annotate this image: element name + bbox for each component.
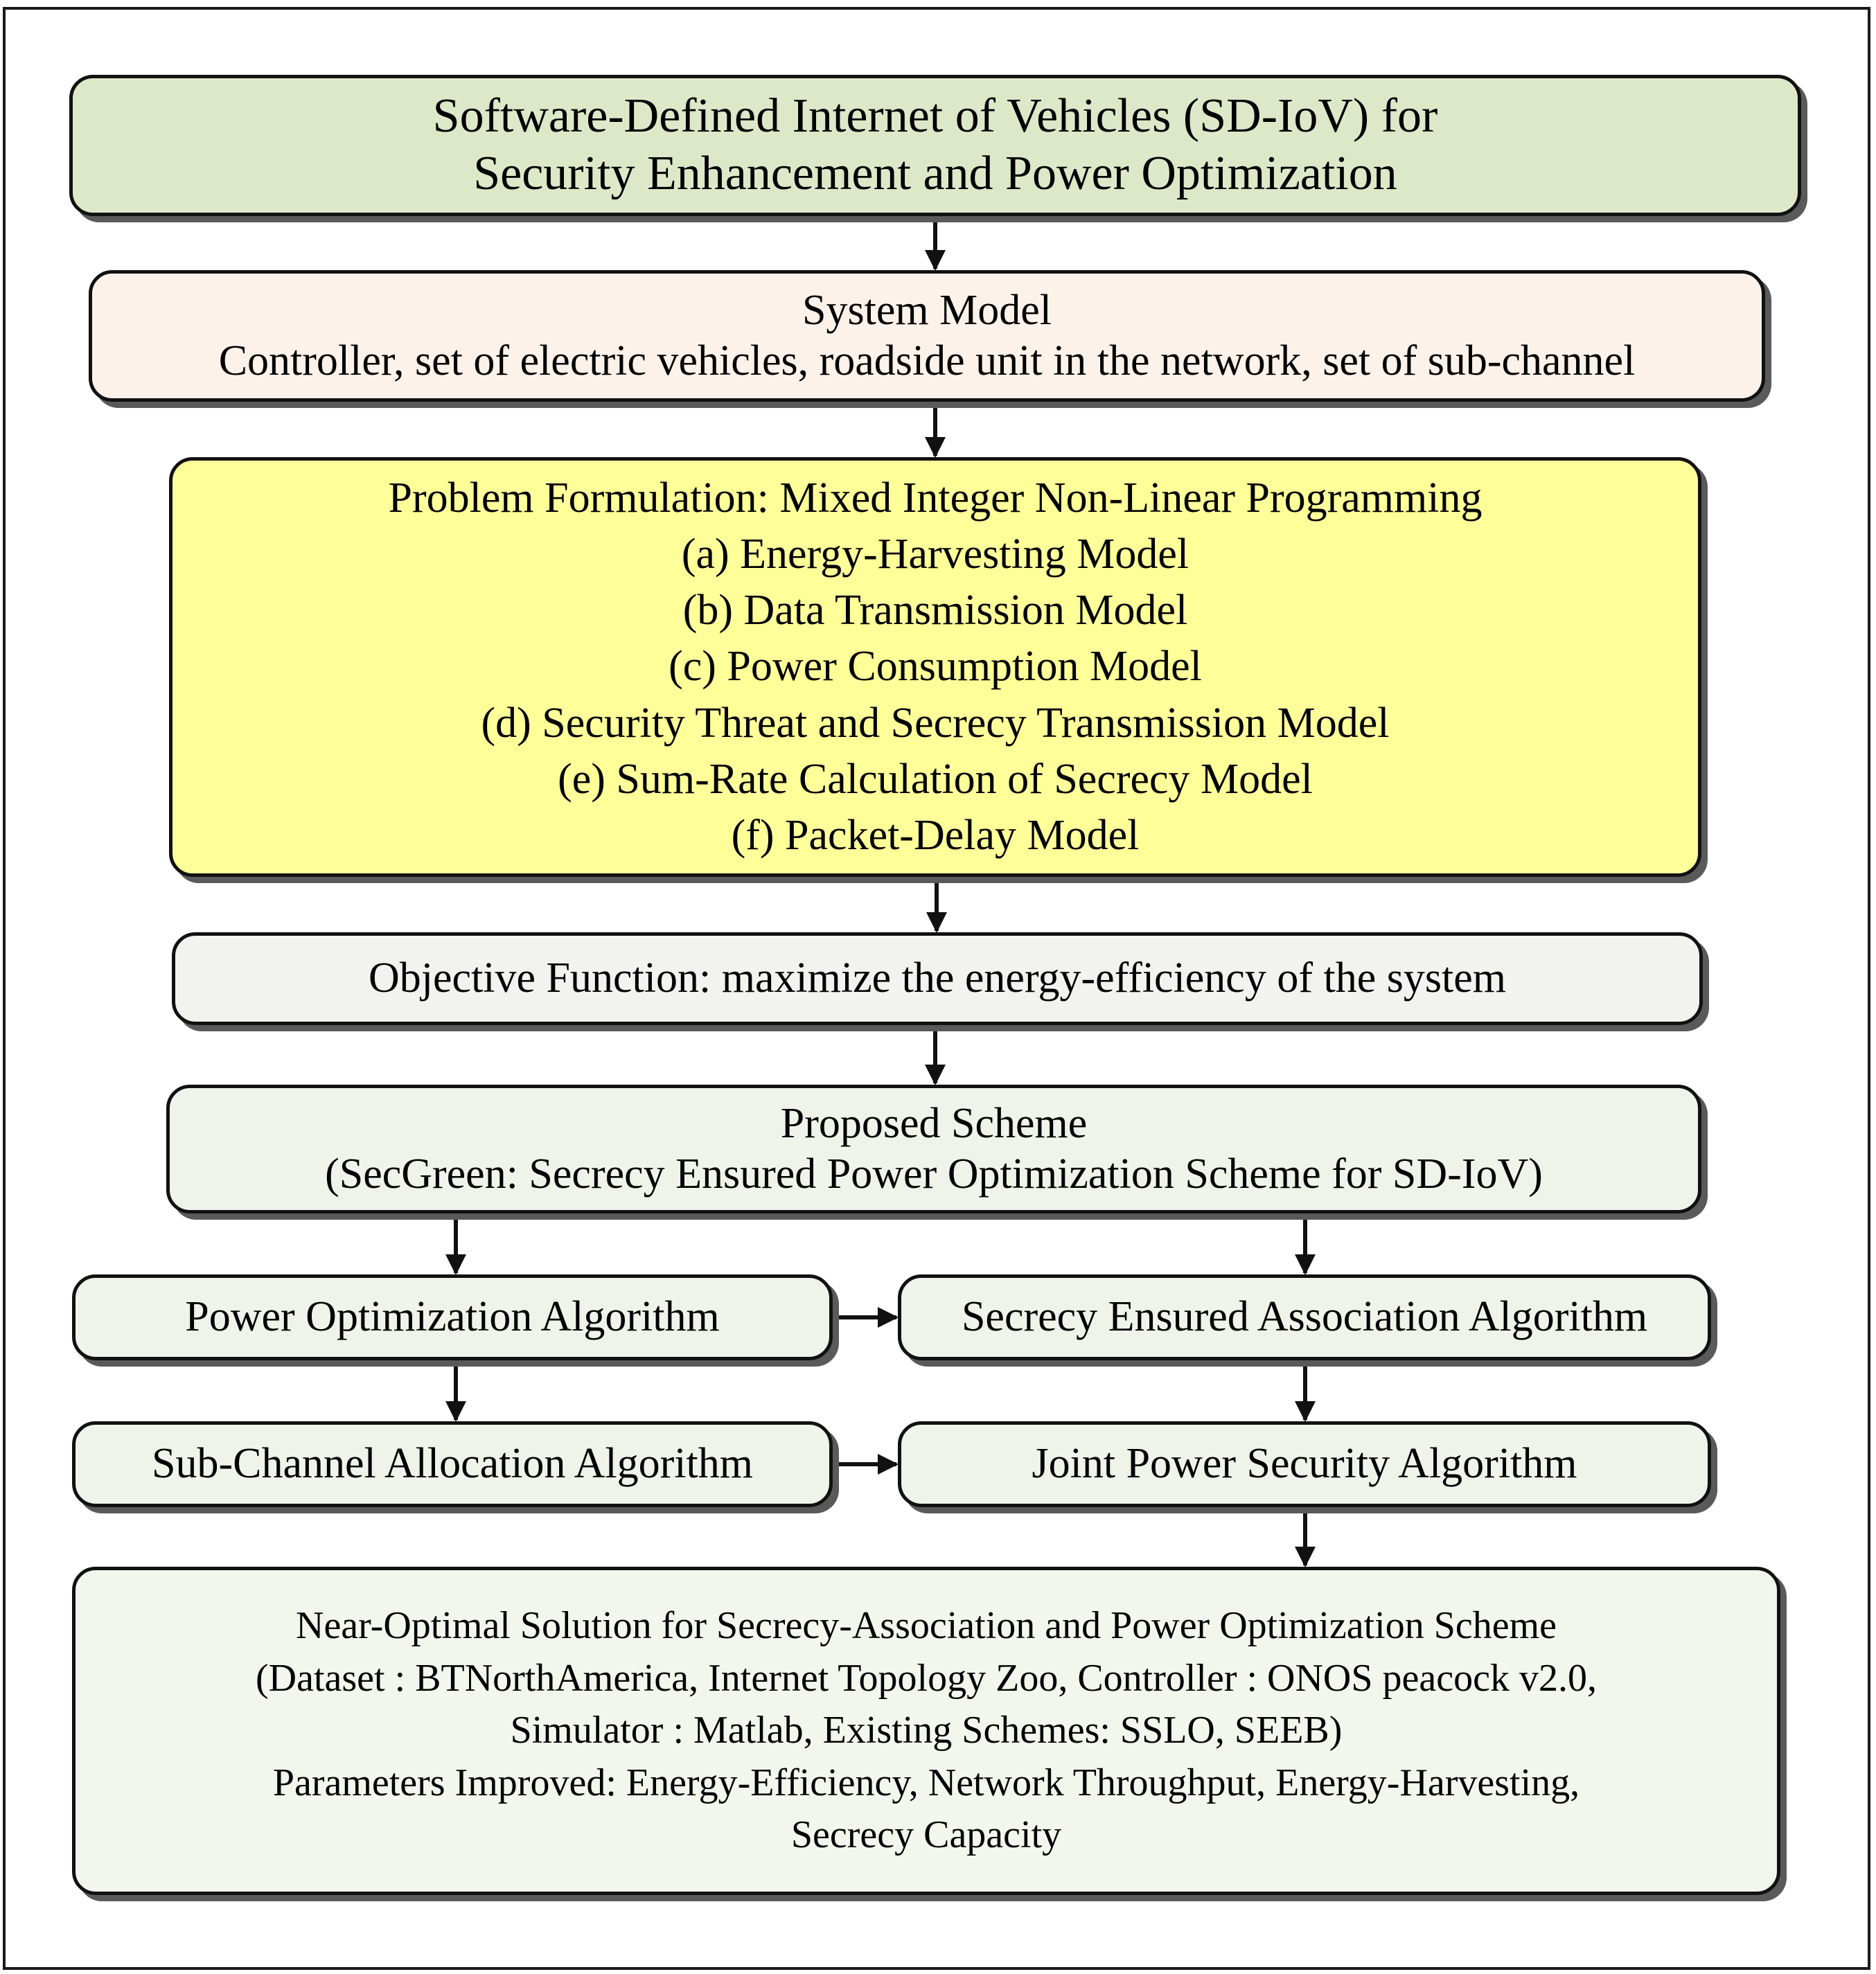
near-optimal-parameters-cont: Secrecy Capacity xyxy=(790,1813,1062,1857)
proposed-scheme-detail: (SecGreen: Secrecy Ensured Power Optimiz… xyxy=(325,1150,1543,1198)
system-model-detail: Controller, set of electric vehicles, ro… xyxy=(218,337,1636,384)
near-optimal-dataset: (Dataset : BTNorthAmerica, Internet Topo… xyxy=(256,1656,1597,1700)
problem-item-b: (b) Data Transmission Model xyxy=(682,587,1188,634)
near-optimal-heading: Near-Optimal Solution for Secrecy-Associ… xyxy=(296,1604,1557,1648)
secrecy-association-label: Secrecy Ensured Association Algorithm xyxy=(961,1293,1648,1341)
secrecy-association-box: Secrecy Ensured Association Algorithm xyxy=(898,1274,1711,1360)
subchannel-allocation-box: Sub-Channel Allocation Algorithm xyxy=(72,1421,833,1507)
proposed-scheme-box: Proposed Scheme (SecGreen: Secrecy Ensur… xyxy=(166,1085,1701,1213)
system-model-box: System Model Controller, set of electric… xyxy=(89,270,1765,402)
problem-item-a: (a) Energy-Harvesting Model xyxy=(681,530,1189,578)
title-box: Software-Defined Internet of Vehicles (S… xyxy=(69,75,1801,216)
figure-frame xyxy=(3,7,1870,1970)
subchannel-allocation-label: Sub-Channel Allocation Algorithm xyxy=(152,1440,753,1488)
title-line-2: Security Enhancement and Power Optimizat… xyxy=(473,147,1397,200)
power-optimization-label: Power Optimization Algorithm xyxy=(185,1293,720,1341)
near-optimal-solution-box: Near-Optimal Solution for Secrecy-Associ… xyxy=(72,1567,1780,1895)
objective-function-box: Objective Function: maximize the energy-… xyxy=(172,932,1703,1025)
problem-formulation-box: Problem Formulation: Mixed Integer Non-L… xyxy=(169,457,1701,877)
near-optimal-simulator: Simulator : Matlab, Existing Schemes: SS… xyxy=(510,1709,1343,1752)
problem-item-d: (d) Security Threat and Secrecy Transmis… xyxy=(481,699,1390,747)
problem-item-e: (e) Sum-Rate Calculation of Secrecy Mode… xyxy=(558,755,1313,803)
proposed-scheme-heading: Proposed Scheme xyxy=(780,1099,1088,1147)
problem-item-f: (f) Packet-Delay Model xyxy=(731,812,1140,860)
objective-function-text: Objective Function: maximize the energy-… xyxy=(369,954,1506,1002)
near-optimal-parameters: Parameters Improved: Energy-Efficiency, … xyxy=(272,1761,1580,1804)
problem-item-c: (c) Power Consumption Model xyxy=(669,643,1202,691)
problem-formulation-heading: Problem Formulation: Mixed Integer Non-L… xyxy=(388,474,1483,522)
joint-power-security-box: Joint Power Security Algorithm xyxy=(898,1421,1711,1507)
joint-power-security-label: Joint Power Security Algorithm xyxy=(1032,1440,1577,1488)
power-optimization-box: Power Optimization Algorithm xyxy=(72,1274,833,1360)
system-model-heading: System Model xyxy=(802,286,1052,334)
title-line-1: Software-Defined Internet of Vehicles (S… xyxy=(432,89,1438,143)
